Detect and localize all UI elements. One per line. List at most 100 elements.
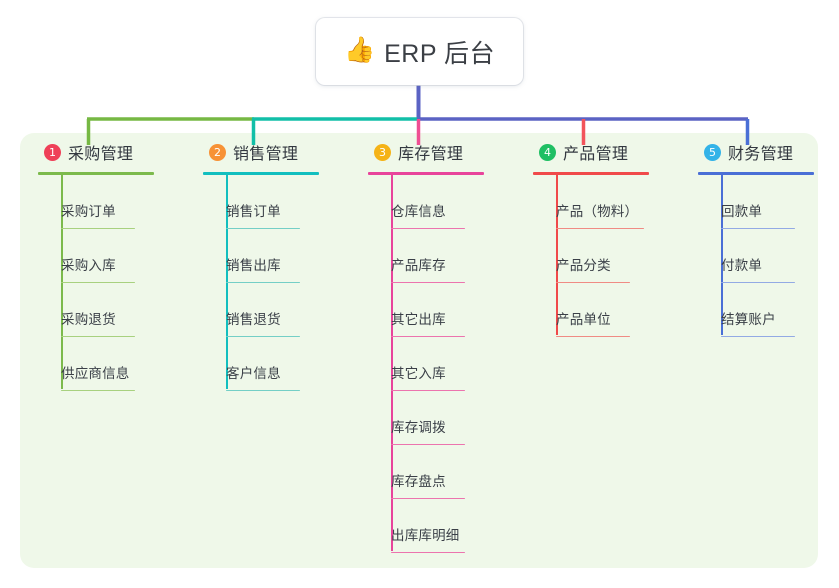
branch-item-rule [226, 335, 300, 337]
branch-item-label: 其它出库 [391, 312, 446, 327]
branch-item-rule [226, 227, 300, 229]
branch-item[interactable]: 产品单位 [525, 283, 690, 337]
thumbs-up-icon: 👍 [343, 36, 376, 64]
branch-column-2: 2 销售管理销售订单销售出库销售退货客户信息 [195, 140, 360, 391]
branch-number-badge: 4 [539, 143, 556, 161]
branch-item-label: 库存调拨 [391, 420, 446, 435]
branch-item-rule [556, 227, 644, 229]
branch-header-5[interactable]: 5 财务管理 [690, 140, 839, 164]
branch-item-rule [391, 281, 465, 283]
branch-item[interactable]: 库存调拨 [360, 391, 525, 445]
branch-item[interactable]: 供应商信息 [30, 337, 195, 391]
branch-column-1: 1 采购管理采购订单采购入库采购退货供应商信息 [30, 140, 195, 391]
branch-title: 库存管理 [398, 146, 464, 163]
branch-item-label: 销售退货 [226, 312, 281, 327]
branch-item-rule [61, 281, 135, 283]
branch-item-label: 采购入库 [61, 258, 116, 273]
branch-number-badge: 2 [209, 143, 226, 161]
branch-title: 采购管理 [68, 146, 134, 163]
root-title: ERP 后台 [384, 39, 496, 68]
branch-item-label: 其它入库 [391, 366, 446, 381]
branch-item-rule [391, 227, 465, 229]
branch-title: 销售管理 [233, 146, 299, 163]
branch-item-rule [391, 551, 465, 553]
branch-item-rule [61, 227, 135, 229]
branch-item-rule [61, 389, 135, 391]
branch-item-rule [721, 227, 795, 229]
branch-item[interactable]: 采购订单 [30, 175, 195, 229]
branch-header-rule [368, 172, 484, 175]
branch-item[interactable]: 产品分类 [525, 229, 690, 283]
branch-item[interactable]: 采购退货 [30, 283, 195, 337]
branch-item-label: 销售订单 [226, 204, 281, 219]
branch-column-5: 5 财务管理回款单付款单结算账户 [690, 140, 839, 337]
branch-item-rule [556, 335, 630, 337]
branch-header-2[interactable]: 2 销售管理 [195, 140, 360, 164]
branch-item-rule [61, 335, 135, 337]
branch-item-label: 销售出库 [226, 258, 281, 273]
branch-spine [556, 173, 558, 335]
branch-header-1[interactable]: 1 采购管理 [30, 140, 195, 164]
branch-item-label: 产品（物料） [556, 204, 639, 219]
branch-spine [721, 173, 723, 335]
branch-header-rule [38, 172, 154, 175]
branch-header-rule [698, 172, 814, 175]
branch-item-list: 销售订单销售出库销售退货客户信息 [195, 175, 360, 391]
branch-item-list: 产品（物料） 产品分类产品单位 [525, 175, 690, 337]
branch-number-badge: 5 [704, 143, 721, 161]
root-node[interactable]: 👍 ERP 后台 [316, 18, 523, 85]
branch-header-rule [533, 172, 649, 175]
branch-title: 产品管理 [563, 146, 629, 163]
branch-spine [226, 173, 228, 389]
branches-panel [20, 133, 818, 568]
branch-header-3[interactable]: 3 库存管理 [360, 140, 525, 164]
branch-item-rule [721, 281, 795, 283]
branch-item-rule [226, 281, 300, 283]
branch-item[interactable]: 产品（物料） [525, 175, 690, 229]
branch-item-rule [721, 335, 795, 337]
branch-item[interactable]: 库存盘点 [360, 445, 525, 499]
branch-number-badge: 3 [374, 143, 391, 161]
branch-item[interactable]: 产品库存 [360, 229, 525, 283]
branch-item[interactable]: 销售出库 [195, 229, 360, 283]
branch-item[interactable]: 其它出库 [360, 283, 525, 337]
branch-item[interactable]: 仓库信息 [360, 175, 525, 229]
branch-spine [391, 173, 393, 551]
branch-item-label: 仓库信息 [391, 204, 446, 219]
branch-item[interactable]: 销售订单 [195, 175, 360, 229]
branch-item-label: 出库库明细 [391, 528, 460, 543]
branch-item[interactable]: 其它入库 [360, 337, 525, 391]
branch-item-label: 付款单 [721, 258, 763, 273]
branch-item-rule [391, 335, 465, 337]
branch-spine [61, 173, 63, 389]
branch-number-badge: 1 [44, 143, 61, 161]
branch-item-label: 产品库存 [391, 258, 446, 273]
branch-header-rule [203, 172, 319, 175]
branch-title: 财务管理 [728, 146, 794, 163]
branch-item-list: 采购订单采购入库采购退货供应商信息 [30, 175, 195, 391]
branch-item-label: 客户信息 [226, 366, 281, 381]
branch-item-list: 仓库信息产品库存其它出库其它入库库存调拨库存盘点出库库明细 [360, 175, 525, 553]
branch-item-label: 产品单位 [556, 312, 611, 327]
branch-item-rule [556, 281, 630, 283]
branch-item-label: 产品分类 [556, 258, 611, 273]
branch-item-list: 回款单付款单结算账户 [690, 175, 839, 337]
branch-item-rule [391, 443, 465, 445]
branch-item[interactable]: 销售退货 [195, 283, 360, 337]
branch-item-rule [226, 389, 300, 391]
branch-column-4: 4 产品管理产品（物料） 产品分类产品单位 [525, 140, 690, 337]
branch-item-label: 回款单 [721, 204, 763, 219]
branch-item[interactable]: 结算账户 [690, 283, 839, 337]
branch-item-rule [391, 389, 465, 391]
branch-item[interactable]: 出库库明细 [360, 499, 525, 553]
branch-item[interactable]: 付款单 [690, 229, 839, 283]
branch-header-4[interactable]: 4 产品管理 [525, 140, 690, 164]
branch-item[interactable]: 采购入库 [30, 229, 195, 283]
branch-item[interactable]: 客户信息 [195, 337, 360, 391]
branch-item-label: 采购退货 [61, 312, 116, 327]
branch-item-rule [391, 497, 465, 499]
branch-item-label: 供应商信息 [61, 366, 130, 381]
branch-item-label: 采购订单 [61, 204, 116, 219]
branch-item[interactable]: 回款单 [690, 175, 839, 229]
